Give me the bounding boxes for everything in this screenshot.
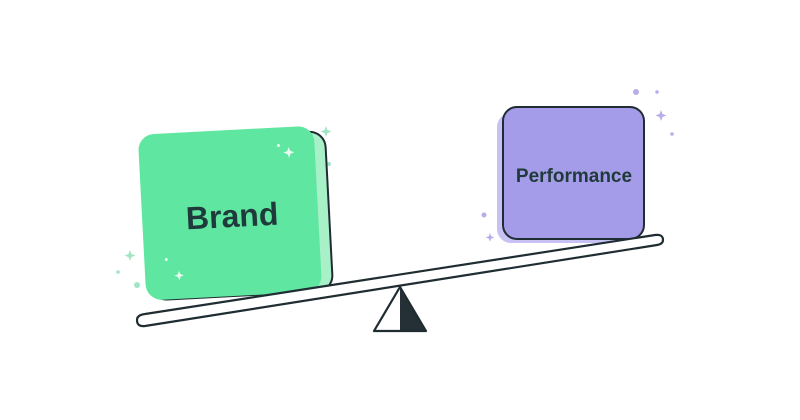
sparkle-dot (670, 132, 674, 136)
sparkle-dot (164, 258, 168, 262)
sparkle-icon (283, 146, 295, 158)
sparkle-dot (134, 282, 140, 288)
brand-sparkles (116, 126, 332, 288)
sparkle-dot (481, 212, 487, 218)
sparkle-icon (320, 126, 332, 137)
sparkle-icon (124, 250, 136, 261)
sparkle-dot (327, 162, 331, 166)
sparkle-icon (174, 270, 184, 281)
sparkle-dot (116, 270, 120, 274)
fulcrum-outline (372, 285, 428, 333)
seesaw-plank-outline (135, 233, 665, 328)
sparkle-dot (633, 89, 639, 95)
fulcrum (372, 285, 428, 333)
sparkle-icon (485, 233, 495, 242)
performance-label: Performance (516, 166, 632, 187)
brand-block-front (138, 126, 322, 300)
sparkle-icon (655, 110, 667, 121)
brand-block: Brand (138, 126, 334, 301)
performance-block: Performance (497, 106, 645, 243)
performance-block-front (502, 106, 645, 240)
performance-sparkles (481, 89, 674, 242)
brand-label: Brand (185, 196, 279, 237)
sparkle-dot (655, 90, 659, 94)
sparkle-dot (276, 143, 280, 147)
